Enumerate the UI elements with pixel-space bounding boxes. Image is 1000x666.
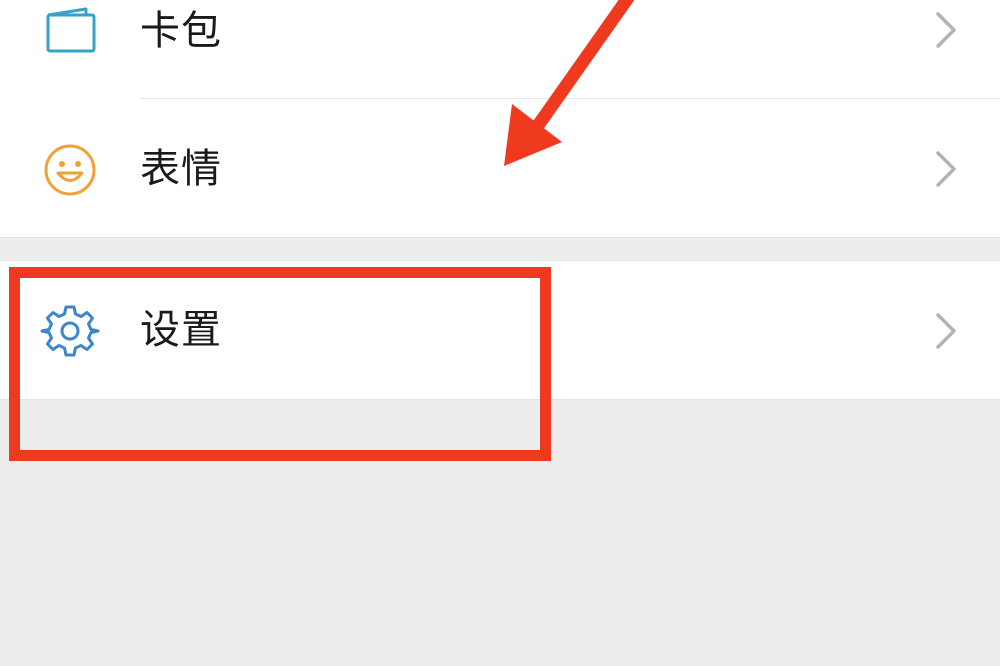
wallet-icon [40, 1, 100, 61]
gear-icon [40, 301, 100, 361]
menu-item-label: 表情 [140, 146, 222, 192]
chevron-right-icon [930, 10, 960, 50]
chevron-right-icon [930, 311, 960, 351]
menu-group-top: 卡包 表情 [0, 0, 1000, 238]
menu-item-label: 设置 [140, 307, 222, 353]
menu-item-wallet[interactable]: 卡包 [0, 0, 1000, 98]
menu-item-label: 卡包 [140, 8, 222, 54]
menu-item-stickers[interactable]: 表情 [0, 99, 1000, 237]
menu-group-bottom: 设置 [0, 260, 1000, 400]
menu-item-settings[interactable]: 设置 [0, 261, 1000, 399]
smiley-face-icon [40, 140, 100, 200]
chevron-right-icon [930, 149, 960, 189]
